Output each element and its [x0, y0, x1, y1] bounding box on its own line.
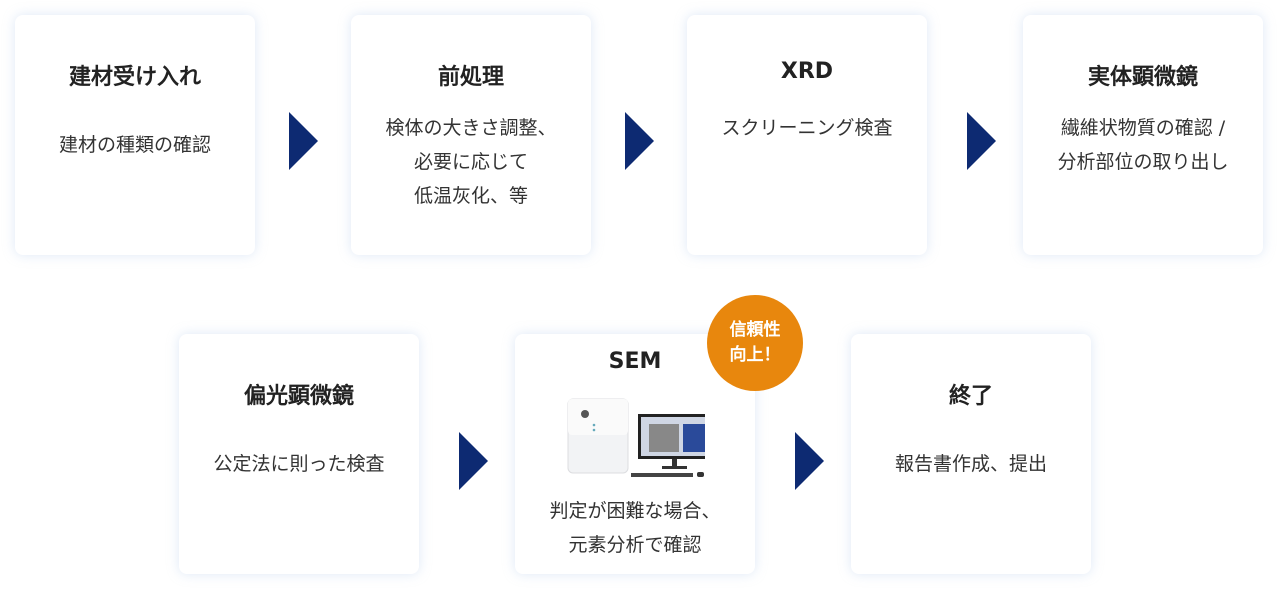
- arrow-right-icon: [289, 112, 318, 170]
- step-body-line: 元素分析で確認: [568, 534, 702, 556]
- step-title: 実体顕微鏡: [1087, 65, 1198, 90]
- step-body: 検体の大きさ調整、 必要に応じて 低温灰化、等: [351, 111, 591, 213]
- step-body-line: 建材の種類の確認: [58, 134, 211, 156]
- step-body-line: 検体の大きさ調整、: [385, 117, 557, 139]
- step-card-7: 終了 報告書作成、提出: [851, 334, 1091, 574]
- step-body-line: 分析部位の取り出し: [1057, 151, 1229, 173]
- badge-line: 信頼性: [729, 320, 781, 340]
- step-body: スクリーニング検査: [687, 111, 927, 145]
- step-body-line: 繊維状物質の確認 /: [1060, 117, 1226, 139]
- step-card-2: 前処理 検体の大きさ調整、 必要に応じて 低温灰化、等: [351, 15, 591, 255]
- step-body-line: 必要に応じて: [413, 151, 528, 173]
- step-body: 繊維状物質の確認 / 分析部位の取り出し: [1023, 111, 1263, 179]
- step-card-6: SEM 判定が困難な場合、 元素分析で確認: [515, 334, 755, 574]
- step-body-line: 判定が困難な場合、: [549, 500, 721, 522]
- arrow-right-icon: [459, 432, 488, 490]
- step-body-line: 報告書作成、提出: [894, 453, 1047, 475]
- step-body-line: スクリーニング検査: [721, 117, 893, 139]
- reliability-badge: 信頼性 向上！: [707, 295, 803, 391]
- step-body-line: 低温灰化、等: [413, 185, 528, 207]
- step-card-3: XRD スクリーニング検査: [687, 15, 927, 255]
- step-body: 判定が困難な場合、 元素分析で確認: [515, 494, 755, 562]
- step-body: 報告書作成、提出: [851, 447, 1091, 481]
- step-title: 終了: [948, 384, 993, 409]
- step-card-1: 建材受け入れ 建材の種類の確認: [15, 15, 255, 255]
- arrow-right-icon: [967, 112, 996, 170]
- arrow-right-icon: [625, 112, 654, 170]
- step-card-4: 実体顕微鏡 繊維状物質の確認 / 分析部位の取り出し: [1023, 15, 1263, 255]
- arrow-right-icon: [795, 432, 824, 490]
- sem-instrument-image: [567, 398, 705, 477]
- badge-line: 向上！: [729, 345, 781, 365]
- step-body: 建材の種類の確認: [15, 128, 255, 162]
- step-body: 公定法に則った検査: [179, 447, 419, 481]
- step-title: 偏光顕微鏡: [243, 384, 354, 409]
- step-card-5: 偏光顕微鏡 公定法に則った検査: [179, 334, 419, 574]
- step-title: XRD: [780, 59, 834, 84]
- step-title: 前処理: [437, 65, 504, 90]
- step-body-line: 公定法に則った検査: [213, 453, 385, 475]
- step-title: 建材受け入れ: [68, 65, 201, 90]
- step-title: SEM: [608, 349, 662, 374]
